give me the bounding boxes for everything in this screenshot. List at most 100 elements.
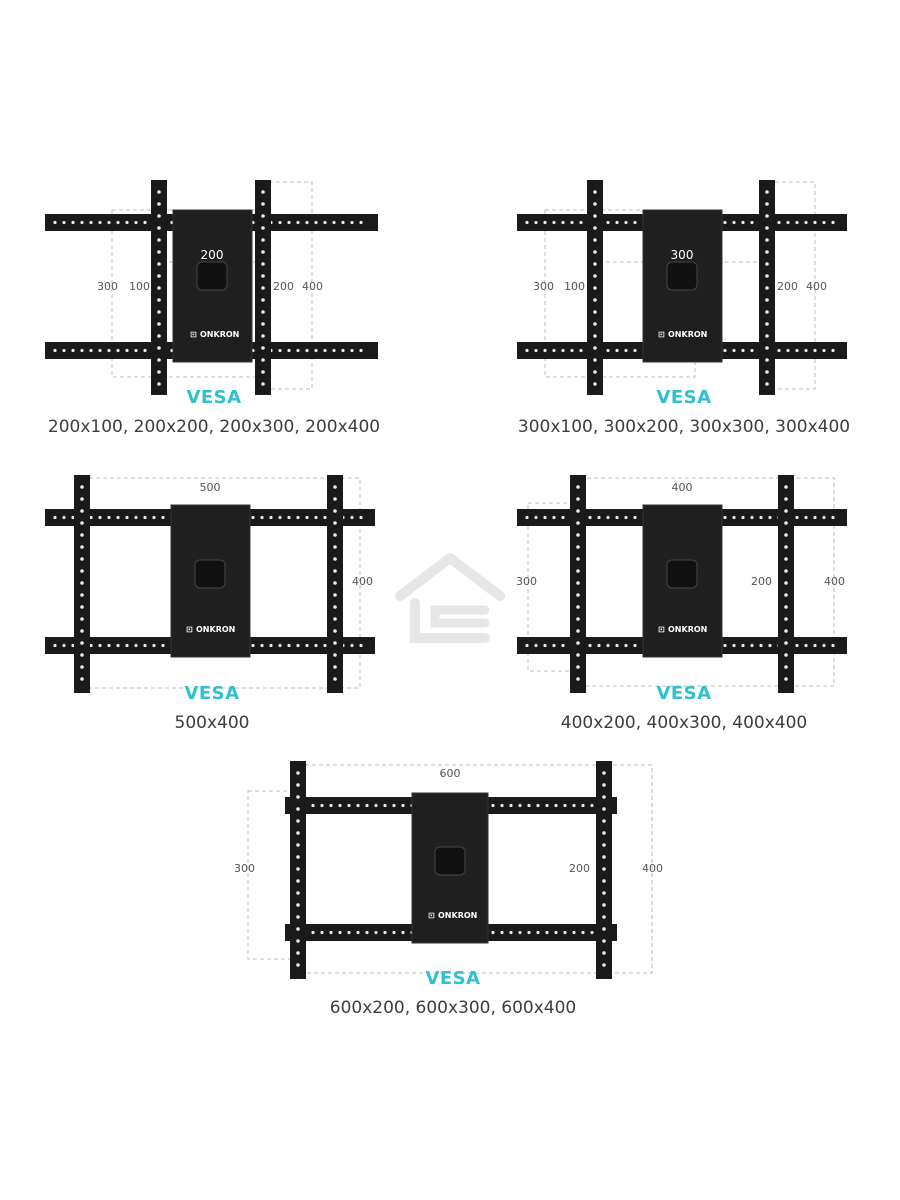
left-outer-dim: 300 — [533, 280, 554, 293]
mounting-holes — [296, 771, 300, 967]
hole — [333, 677, 337, 681]
hole — [296, 807, 300, 811]
hole — [732, 220, 736, 225]
hole — [624, 515, 628, 520]
hole — [759, 643, 763, 648]
hole — [332, 348, 336, 353]
hole — [765, 358, 769, 362]
hole — [261, 238, 265, 242]
hole — [261, 190, 265, 194]
hole — [633, 643, 637, 648]
hole — [80, 545, 84, 549]
hole — [333, 593, 337, 597]
hole — [80, 629, 84, 633]
hole — [89, 220, 93, 225]
hole — [311, 803, 315, 808]
hole — [333, 497, 337, 501]
hole — [768, 643, 772, 648]
hole — [576, 569, 580, 573]
hole — [359, 643, 363, 648]
hole — [831, 643, 835, 648]
hole — [296, 843, 300, 847]
hole — [125, 643, 129, 648]
hole — [563, 930, 567, 935]
hole — [143, 643, 147, 648]
hole — [323, 643, 327, 648]
hole — [323, 220, 327, 225]
hole — [278, 348, 282, 353]
hole — [333, 641, 337, 645]
hole — [581, 930, 585, 935]
hole — [525, 348, 529, 353]
hole — [822, 220, 826, 225]
hole — [401, 930, 405, 935]
hole — [71, 220, 75, 225]
hole — [572, 930, 576, 935]
hole — [795, 348, 799, 353]
hole — [570, 220, 574, 225]
hole — [590, 930, 594, 935]
hole — [296, 348, 300, 353]
hole — [588, 643, 592, 648]
hole — [296, 220, 300, 225]
hole — [518, 803, 522, 808]
hole — [784, 557, 788, 561]
hole — [741, 515, 745, 520]
mounting-holes — [157, 190, 161, 386]
mount-drawing: ⊡ ONKRON 300 300 100 200 400 — [517, 180, 847, 395]
hole — [822, 348, 826, 353]
hole — [784, 677, 788, 681]
hole — [333, 533, 337, 537]
right-outer-dim: 400 — [642, 862, 663, 875]
hole — [98, 348, 102, 353]
hole — [53, 220, 57, 225]
hole — [157, 262, 161, 266]
hole — [296, 771, 300, 775]
hole — [62, 348, 66, 353]
right-outer-dim: 400 — [824, 575, 845, 588]
hole — [795, 515, 799, 520]
hole — [71, 348, 75, 353]
hole — [536, 803, 540, 808]
svg-text:⊡: ⊡ — [428, 911, 435, 920]
hole — [822, 643, 826, 648]
hole — [804, 348, 808, 353]
hole — [602, 843, 606, 847]
hole — [107, 348, 111, 353]
hole — [593, 310, 597, 314]
hole — [576, 581, 580, 585]
hole — [552, 220, 556, 225]
hole — [765, 310, 769, 314]
hole — [784, 485, 788, 489]
hole — [615, 515, 619, 520]
hole — [552, 643, 556, 648]
hole — [157, 250, 161, 254]
hole — [401, 803, 405, 808]
hole — [107, 643, 111, 648]
mount-drawing: ⊡ ONKRON 600 300 200 400 — [234, 761, 663, 979]
hole — [157, 370, 161, 374]
hole — [333, 605, 337, 609]
hole — [157, 310, 161, 314]
hole — [383, 803, 387, 808]
hole — [741, 220, 745, 225]
mount-diagram-4: ⊡ ONKRON 400 300 200 400 VESA 400x200, 4… — [472, 470, 900, 740]
hole — [561, 515, 565, 520]
hole — [116, 348, 120, 353]
vesa-label: VESA — [656, 387, 712, 408]
hole — [572, 803, 576, 808]
hole — [554, 930, 558, 935]
hole — [80, 641, 84, 645]
hole — [251, 515, 255, 520]
mount-diagram-5: ⊡ ONKRON 600 300 200 400 VESA 600x200, 6… — [230, 755, 670, 1025]
hole — [80, 665, 84, 669]
hole — [80, 220, 84, 225]
hole — [765, 322, 769, 326]
hole — [765, 274, 769, 278]
hole — [576, 677, 580, 681]
hole — [157, 214, 161, 218]
hole — [784, 629, 788, 633]
hole — [765, 250, 769, 254]
hole — [543, 220, 547, 225]
hole — [305, 220, 309, 225]
